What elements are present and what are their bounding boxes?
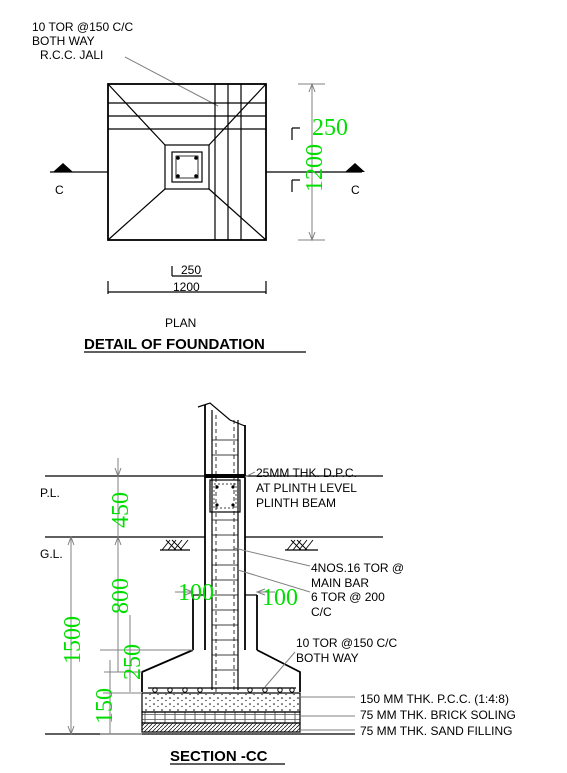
plan-column-stirrup [175,155,199,179]
plan-dim-col-width: 250 [181,263,201,277]
sand-filling-layer [141,722,301,733]
ground-hatch-left [160,539,190,551]
footing-section [141,649,301,692]
dim-offset-left: 100 [178,580,214,606]
plan-pedestal [164,144,210,190]
main-bar-line1: 4NOS.16 TOR @ [311,561,404,575]
ground-hatch-right [285,539,318,551]
layer-brick-label: 75 MM THK. BRICK SOLING [360,708,516,722]
plan-view: 10 TOR @150 C/C BOTH WAY R.C.C. JALI C C [32,20,365,353]
jali-line2: BOTH WAY [296,651,359,665]
plan-section-mark-left: C [55,183,64,197]
plan-footing-outline [107,83,267,241]
plan-view-label: PLAN [165,316,196,330]
plinth-beam [209,479,241,513]
dim-base: 150 [92,688,118,724]
ring-bar-line1: 6 TOR @ 200 [311,590,385,604]
plan-dim-footing-width: 1200 [173,280,200,294]
dim-offset-right: 100 [262,585,298,611]
dpc-label-line2: AT PLINTH LEVEL [256,481,357,495]
plan-title: DETAIL OF FOUNDATION [84,336,265,353]
ring-bar-line2: C/C [311,605,332,619]
pl-label: P.L. [40,486,60,500]
dpc-label-line3: PLINTH BEAM [256,496,336,510]
dim-pedestal: 250 [120,644,146,680]
plan-section-mark-right: C [351,183,360,197]
plan-dim-right-col: 250 [312,115,348,141]
plan-note-line1: 10 TOR @150 C/C [32,20,133,34]
plan-note-line3: R.C.C. JALI [40,48,103,62]
plan-leader [124,56,219,107]
dim-depth: 1500 [60,616,86,664]
section-view: P.L. G.L. [40,402,516,765]
dpc-layer [205,474,245,478]
dim-plinth: 450 [108,492,134,528]
brick-soling-layer [141,711,301,724]
dpc-label-line1: 25MM THK. D.P.C. [256,466,357,480]
layer-pcc-label: 150 MM THK. P.C.C. (1:4:8) [360,692,509,706]
jali-line1: 10 TOR @150 C/C [296,636,397,650]
layer-sand-label: 75 MM THK. SAND FILLING [360,724,512,738]
plan-column [171,151,203,183]
main-bar-line2: MAIN BAR [311,576,369,590]
dim-column-part: 800 [108,578,134,614]
plan-dim-right-footing: 1200 [302,144,328,192]
plan-note-line2: BOTH WAY [32,34,95,48]
gl-label: G.L. [40,547,63,561]
pcc-layer [141,692,301,713]
section-title: SECTION -CC [170,748,268,765]
